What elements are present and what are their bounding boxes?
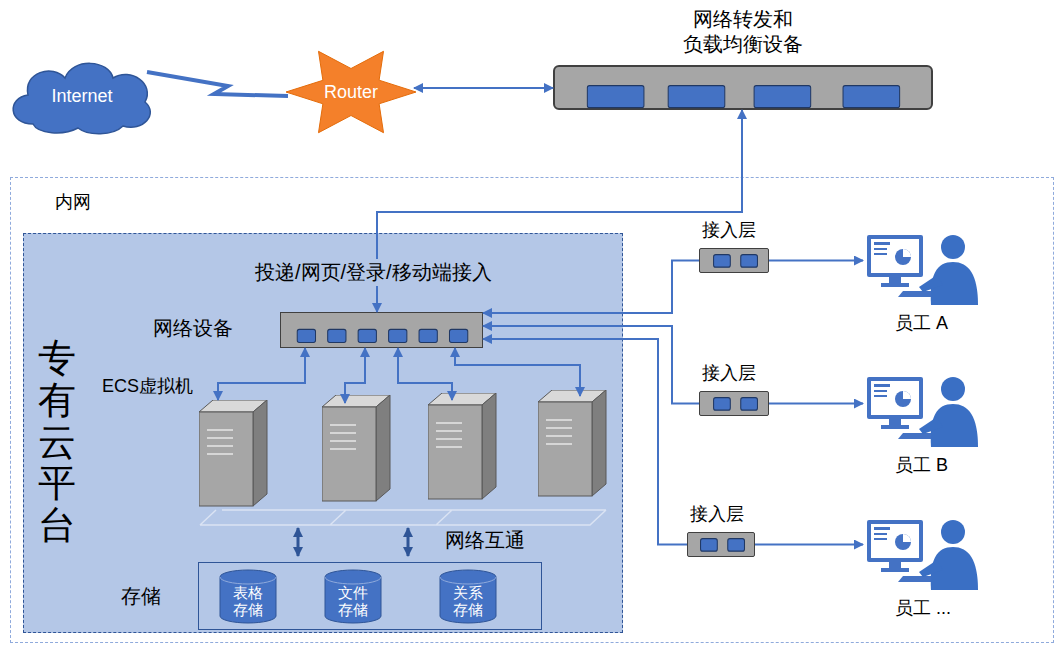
network-switch-shape — [281, 313, 484, 349]
node-label: Router — [324, 82, 378, 103]
connector — [483, 339, 687, 545]
text-label: 投递/网页/登录/移动端接入 — [252, 259, 495, 286]
node-label: 接入层 — [690, 502, 744, 526]
connector — [769, 260, 863, 262]
intranet-region: 内网专有云平台网络设备ECS虚拟机存储表格存储文件存储关系存储接入层接入层接入层… — [10, 177, 1054, 643]
node-label: 文件存储 — [337, 584, 370, 619]
employee-figure-shape — [863, 229, 981, 309]
node-label: 员工 ... — [895, 596, 951, 620]
server-icon — [428, 393, 496, 499]
lightning-link — [147, 72, 288, 96]
node-label: 关系存储 — [452, 584, 485, 619]
access-switch-shape — [700, 249, 770, 274]
employee-figure: 员工 B — [863, 371, 981, 479]
server-link-lines — [200, 510, 606, 525]
connector — [483, 326, 699, 404]
access-switch-shape — [688, 533, 756, 558]
storage-box: 存储表格存储文件存储关系存储 — [198, 562, 542, 630]
storage-cylinder: 关系存储 — [438, 569, 498, 625]
node-label: 员工 B — [895, 453, 948, 477]
storage-arrows — [298, 528, 408, 556]
cloud-node: Internet — [3, 52, 161, 138]
access-switch-shape — [700, 392, 770, 417]
employee-figure-shape — [863, 514, 981, 594]
load-balancer-shape — [555, 67, 935, 112]
storage-cylinder: 文件存储 — [323, 569, 383, 625]
ecs-server-shape — [199, 400, 269, 508]
node-label: 接入层 — [702, 361, 756, 385]
employee-figure: 员工 A — [863, 229, 981, 337]
connector — [769, 403, 863, 405]
node-label: 表格存储 — [232, 584, 265, 619]
network-switch: 网络设备 — [280, 312, 483, 348]
text-label: 网络互通 — [445, 527, 525, 554]
node-label: 专有云平台 — [38, 338, 76, 547]
node-label: Internet — [51, 86, 112, 107]
server-arrows — [345, 348, 580, 403]
ecs-server: ECS虚拟机 — [199, 400, 269, 508]
node-label: 接入层 — [702, 218, 756, 242]
access-switch: 接入层 — [699, 391, 769, 416]
cloud-platform-panel: 专有云平台 网络设备 ECS虚拟机存储 表格存储 文件存储 关系存储 — [23, 233, 623, 633]
router-star: Router — [286, 45, 416, 139]
storage-cylinder: 表格存储 — [218, 569, 278, 625]
connector — [218, 348, 305, 400]
node-label: 网络设备 — [153, 315, 233, 342]
node-label: 员工 A — [895, 311, 948, 335]
node-label: 网络转发和 负载均衡设备 — [653, 7, 833, 57]
node-label: 存储 — [121, 583, 161, 610]
connector — [755, 544, 863, 546]
connector — [483, 261, 699, 314]
access-switch: 接入层 — [687, 532, 755, 557]
node-label: 内网 — [55, 190, 91, 214]
access-switch: 接入层 — [699, 248, 769, 273]
node-label: ECS虚拟机 — [102, 374, 193, 398]
load-balancer: 网络转发和 负载均衡设备 — [553, 65, 933, 110]
employee-figure: 员工 ... — [863, 514, 981, 624]
server-icon — [538, 390, 606, 496]
employee-figure-shape — [863, 371, 981, 451]
connector — [414, 87, 553, 89]
server-icon — [322, 395, 390, 501]
